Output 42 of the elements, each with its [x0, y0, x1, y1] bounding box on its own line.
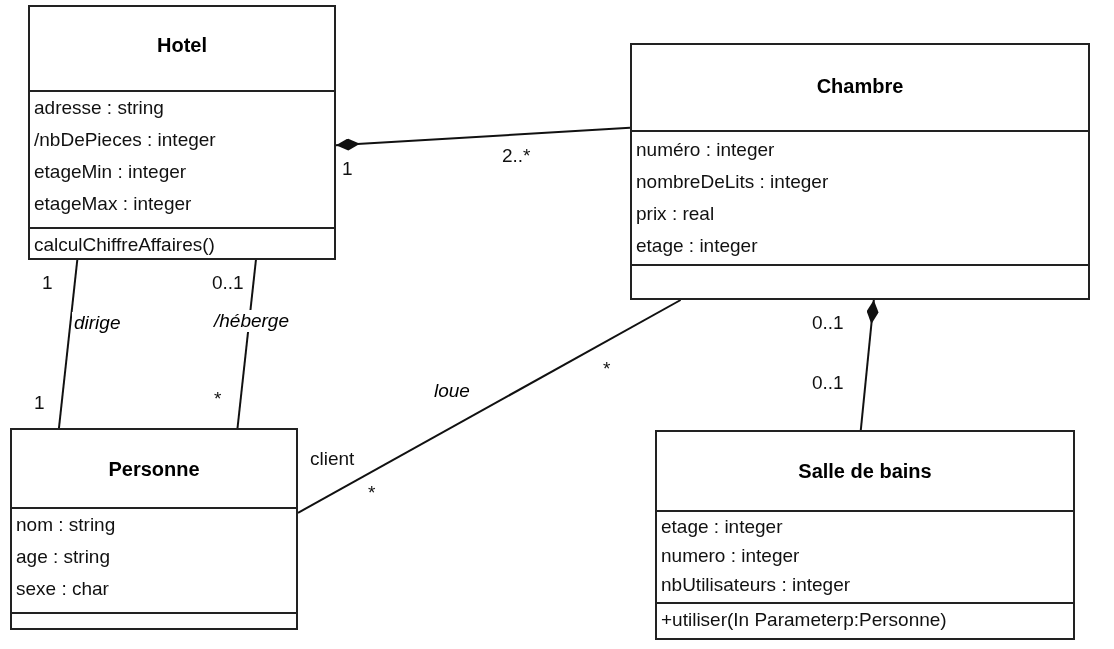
member-text: numéro : integer	[635, 138, 776, 162]
member-text: numero : integer	[660, 544, 801, 568]
association-name: /héberge	[212, 310, 291, 332]
association-name: dirige	[72, 312, 123, 334]
multiplicity-label: 0..1	[812, 312, 844, 334]
association-line	[859, 299, 879, 431]
member-text: age : string	[15, 545, 111, 569]
multiplicity-label: *	[603, 358, 611, 380]
class-box	[655, 430, 1075, 640]
class-box	[10, 428, 298, 630]
member-text: nombreDeLits : integer	[635, 170, 830, 194]
member-text: etage : integer	[660, 515, 784, 539]
association-line	[297, 299, 682, 514]
member-text: prix : real	[635, 202, 716, 226]
class-name: Hotel	[156, 34, 208, 57]
member-text: +utiliser(In Parameterp:Personne)	[660, 608, 948, 632]
multiplicity-label: *	[214, 388, 222, 410]
class-name: Salle de bains	[797, 460, 933, 483]
member-text: etage : integer	[635, 234, 759, 258]
member-text: sexe : char	[15, 577, 110, 601]
member-text: etageMax : integer	[33, 192, 193, 216]
member-text: nom : string	[15, 513, 117, 537]
association-line	[335, 126, 631, 151]
class-box	[28, 5, 336, 260]
multiplicity-label: 1	[42, 272, 53, 294]
multiplicity-label: 0..1	[212, 272, 244, 294]
multiplicity-label: 0..1	[812, 372, 844, 394]
class-box	[630, 43, 1090, 300]
multiplicity-label: 1	[342, 158, 353, 180]
multiplicity-label: 1	[34, 392, 45, 414]
association-line	[236, 259, 257, 429]
member-text: /nbDePieces : integer	[33, 128, 217, 152]
multiplicity-label: *	[368, 482, 376, 504]
multiplicity-label: 2..*	[502, 145, 531, 167]
association-line	[57, 259, 79, 429]
class-name: Personne	[107, 458, 201, 481]
role-name: client	[310, 448, 355, 470]
member-text: calculChiffreAffaires()	[33, 233, 216, 257]
class-name: Chambre	[815, 75, 905, 98]
member-text: etageMin : integer	[33, 160, 188, 184]
member-text: nbUtilisateurs : integer	[660, 573, 852, 597]
member-text: adresse : string	[33, 96, 165, 120]
